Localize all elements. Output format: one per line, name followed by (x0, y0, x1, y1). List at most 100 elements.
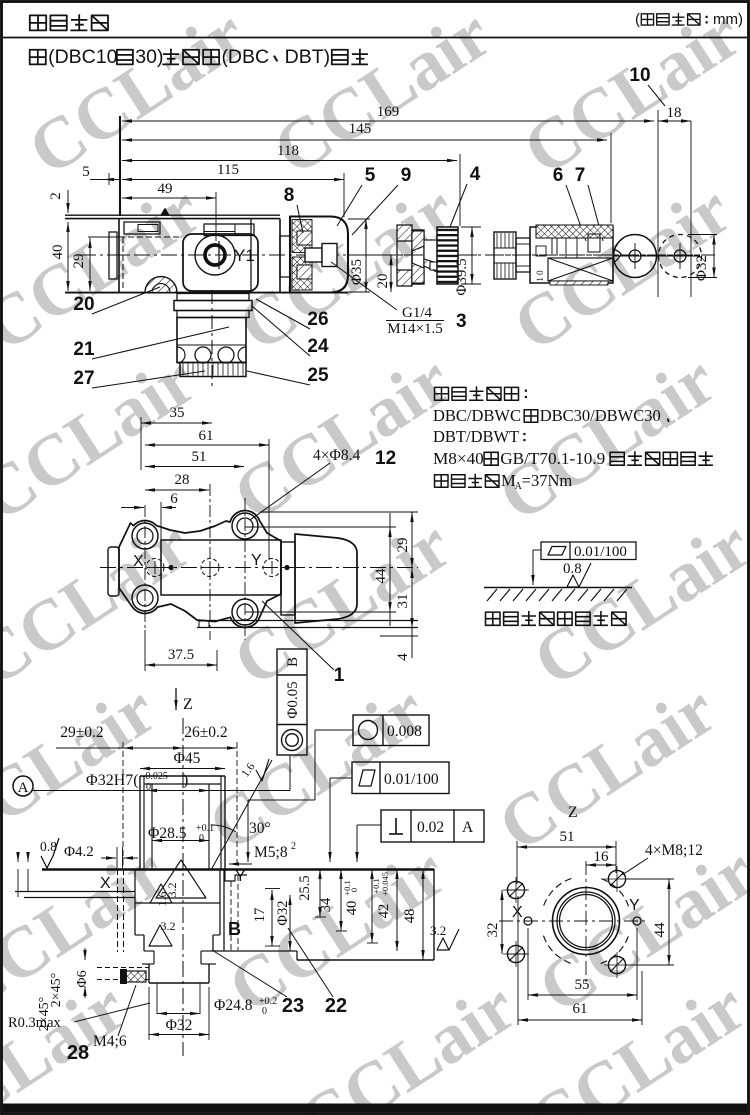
svg-text:1: 1 (334, 665, 345, 686)
svg-text:Φ39.5: Φ39.5 (454, 258, 470, 295)
svg-text:12: 12 (375, 448, 396, 469)
svg-text:Φ4.2: Φ4.2 (64, 844, 94, 860)
svg-text:0.02: 0.02 (417, 819, 444, 836)
svg-text:A: A (515, 481, 523, 492)
svg-text:(: ( (635, 11, 640, 28)
svg-text:30): 30) (135, 46, 163, 68)
svg-text:115: 115 (217, 162, 239, 178)
svg-text:M8×40: M8×40 (433, 449, 484, 468)
svg-text:2: 2 (291, 841, 296, 852)
svg-text:5: 5 (82, 164, 90, 180)
svg-text:+0.1: +0.1 (342, 880, 352, 895)
svg-text:0: 0 (199, 833, 204, 844)
svg-text:28: 28 (67, 1042, 89, 1064)
svg-text:16: 16 (594, 849, 610, 865)
svg-text:M: M (501, 471, 516, 490)
svg-text:32: 32 (485, 923, 501, 938)
svg-text:0.01/100: 0.01/100 (384, 771, 439, 788)
svg-text:0.01/100: 0.01/100 (574, 544, 627, 560)
svg-text:27: 27 (73, 368, 94, 389)
svg-text:61: 61 (573, 1001, 588, 1017)
svg-text:2×45°: 2×45° (49, 973, 64, 1008)
svg-text:M4;6: M4;6 (93, 1033, 127, 1050)
svg-text:6: 6 (553, 165, 564, 186)
svg-text:44: 44 (373, 568, 389, 584)
svg-text:22: 22 (325, 995, 347, 1017)
svg-text:Z: Z (183, 696, 193, 713)
svg-text:3.2: 3.2 (165, 883, 179, 898)
svg-text:20: 20 (375, 274, 391, 289)
svg-text:35: 35 (170, 405, 185, 421)
svg-text:44: 44 (652, 922, 668, 938)
svg-text:Φ32: Φ32 (166, 1017, 193, 1034)
svg-text:49: 49 (158, 181, 173, 197)
svg-text:Φ28.5: Φ28.5 (148, 825, 187, 842)
svg-text:61: 61 (199, 428, 214, 444)
svg-text:55: 55 (575, 977, 590, 993)
svg-text:0: 0 (349, 888, 359, 892)
svg-text:2: 2 (48, 192, 64, 200)
svg-text:1.6: 1.6 (155, 892, 169, 907)
svg-text:+0.045: +0.045 (380, 872, 390, 896)
svg-text:Y: Y (235, 868, 246, 885)
svg-text:Φ32: Φ32 (275, 900, 291, 925)
svg-text:5: 5 (365, 165, 376, 186)
svg-text:51: 51 (192, 449, 207, 465)
svg-text:0.8: 0.8 (40, 839, 57, 854)
svg-text:40: 40 (344, 901, 360, 916)
svg-text:Φ32H7(: Φ32H7( (86, 772, 139, 789)
svg-text:51: 51 (560, 829, 575, 845)
svg-text:(DBC10: (DBC10 (48, 46, 118, 68)
svg-text:DBT): DBT) (285, 46, 331, 68)
svg-text:10: 10 (629, 65, 650, 86)
svg-text:R0.3max: R0.3max (8, 1015, 62, 1031)
svg-text:20: 20 (73, 294, 94, 315)
svg-text:B: B (228, 919, 241, 939)
svg-text:26: 26 (307, 309, 328, 330)
svg-text:9: 9 (401, 165, 412, 186)
svg-text:145: 145 (349, 121, 372, 137)
svg-text:3.2: 3.2 (161, 919, 176, 933)
svg-text:Y: Y (629, 897, 640, 914)
svg-text:4×Φ8.4: 4×Φ8.4 (313, 447, 360, 464)
svg-text:+0.2: +0.2 (259, 996, 277, 1007)
svg-text:29: 29 (395, 538, 411, 553)
svg-text:+0.1: +0.1 (371, 878, 381, 893)
svg-text:6: 6 (170, 491, 178, 507)
svg-text:+0.1: +0.1 (196, 823, 214, 834)
svg-text:18: 18 (667, 105, 682, 121)
svg-text:118: 118 (277, 143, 299, 159)
svg-text:3: 3 (456, 311, 467, 332)
svg-text:Y1: Y1 (234, 246, 255, 265)
svg-text:29±0.2: 29±0.2 (60, 724, 103, 741)
svg-text:Φ24.8: Φ24.8 (214, 997, 253, 1014)
svg-text:Φ6: Φ6 (75, 970, 90, 987)
svg-text:A: A (462, 819, 474, 836)
svg-text:25.5: 25.5 (297, 875, 313, 900)
svg-text:Φ45: Φ45 (174, 750, 201, 767)
svg-text:mm): mm) (713, 11, 743, 28)
svg-text:DBC30/DBWC30: DBC30/DBWC30 (540, 406, 661, 425)
svg-text:28: 28 (175, 472, 190, 488)
svg-text:23: 23 (282, 995, 304, 1017)
svg-text:24: 24 (307, 336, 329, 357)
svg-text:=37Nm: =37Nm (522, 471, 573, 490)
svg-text:0: 0 (146, 782, 151, 793)
svg-text:3.2: 3.2 (430, 923, 446, 938)
svg-text:4×M8;12: 4×M8;12 (645, 842, 703, 859)
svg-text:M5;8: M5;8 (254, 844, 288, 861)
svg-text:17: 17 (252, 908, 268, 923)
svg-text:DBT/DBWT: DBT/DBWT (433, 427, 519, 446)
svg-text:37.5: 37.5 (168, 647, 194, 663)
svg-text:Φ0.05: Φ0.05 (285, 681, 301, 718)
svg-text:25: 25 (307, 365, 329, 386)
svg-text:DBC/DBWC: DBC/DBWC (433, 406, 521, 425)
svg-text:169: 169 (377, 104, 400, 120)
svg-text:42: 42 (376, 904, 392, 919)
svg-text:31: 31 (395, 594, 411, 609)
svg-text:40: 40 (50, 245, 66, 260)
svg-text:X: X (512, 904, 523, 921)
svg-text:(DBC: (DBC (221, 46, 269, 68)
svg-text:M14×1.5: M14×1.5 (387, 321, 443, 337)
svg-text:4: 4 (395, 653, 411, 661)
